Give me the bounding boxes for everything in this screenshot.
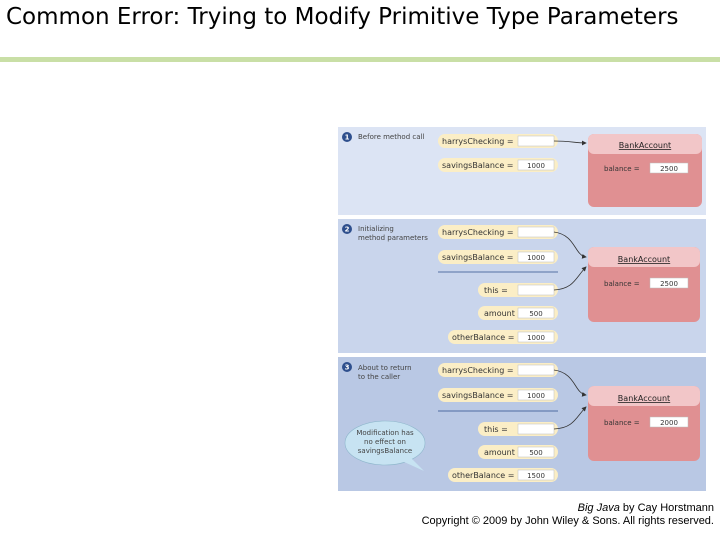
var-amount-value: 500 xyxy=(529,449,542,457)
copyright-notice: Copyright © 2009 by John Wiley & Sons. A… xyxy=(421,515,714,527)
step-3-number: 3 xyxy=(345,364,350,372)
step-3-caption-line-2: to the caller xyxy=(358,373,400,381)
var-savings-balance-label: savingsBalance = xyxy=(442,253,514,262)
step-1-number: 1 xyxy=(345,134,350,142)
step-2-badge: 2 xyxy=(342,224,352,234)
object-3-field: balance = xyxy=(604,419,640,427)
step-3-caption-line-1: About to return xyxy=(358,364,412,372)
slide-title: Common Error: Trying to Modify Primitive… xyxy=(6,4,679,30)
bankaccount-object-3: BankAccount balance = 2000 xyxy=(588,386,700,461)
modification-callout: Modification has no effect on savingsBal… xyxy=(344,420,426,471)
var-this-label: this = xyxy=(484,425,508,434)
panel-step-2: 2 Initializing method parameters harrysC… xyxy=(338,219,706,353)
var-other-balance-label: otherBalance = xyxy=(452,471,514,480)
var-harrys-checking-label: harrysChecking = xyxy=(442,137,514,146)
object-2-balance-value: 2500 xyxy=(660,280,678,288)
var-this-value-box xyxy=(517,423,555,435)
bankaccount-object-2: BankAccount balance = 2500 xyxy=(588,247,700,322)
var-other-balance-value-box xyxy=(517,469,555,481)
callout-line-1: Modification has xyxy=(356,429,414,437)
step-1-caption: Before method call xyxy=(358,133,424,141)
book-author: by Cay Horstmann xyxy=(619,502,714,514)
var-other-balance-value-box xyxy=(517,331,555,343)
var-other-balance-value: 1500 xyxy=(527,472,545,480)
var-savings-balance-value: 1000 xyxy=(527,392,545,400)
var-amount-value-box xyxy=(517,446,555,458)
var-harrys-checking-value-box xyxy=(517,364,555,376)
var-savings-balance-value-box xyxy=(517,159,555,171)
panel-step-3: 3 About to return to the caller harrysCh… xyxy=(338,357,706,491)
step-2-number: 2 xyxy=(345,226,350,234)
reference-arrow-3a xyxy=(553,369,587,397)
var-amount-label: amount = xyxy=(484,309,524,318)
book-credit: Big Java by Cay Horstmann xyxy=(578,502,714,514)
book-title: Big Java xyxy=(577,502,620,514)
object-1-field: balance = xyxy=(604,165,640,173)
reference-arrow-2b xyxy=(553,266,587,291)
var-harrys-checking-label: harrysChecking = xyxy=(442,366,514,375)
var-savings-balance-label: savingsBalance = xyxy=(442,161,514,170)
bankaccount-object-1: BankAccount balance = 2500 xyxy=(588,134,702,207)
object-1-class: BankAccount xyxy=(619,141,671,150)
step-2-caption-line-1: Initializing xyxy=(358,225,394,233)
var-savings-balance-label: savingsBalance = xyxy=(442,391,514,400)
var-other-balance-value: 1000 xyxy=(527,334,545,342)
var-amount-label: amount = xyxy=(484,448,524,457)
parameter-passing-diagram: 1 Before method call harrysChecking = sa… xyxy=(338,127,706,491)
reference-arrow-2a xyxy=(553,231,587,259)
var-amount-value: 500 xyxy=(529,310,542,318)
var-this-value-box xyxy=(517,284,555,296)
object-2-field: balance = xyxy=(604,280,640,288)
var-other-balance-label: otherBalance = xyxy=(452,333,514,342)
var-savings-balance-value-box xyxy=(517,389,555,401)
object-1-balance-value: 2500 xyxy=(660,165,678,173)
callout-line-3: savingsBalance xyxy=(358,447,412,455)
object-2-class: BankAccount xyxy=(618,255,670,264)
step-2-caption-line-2: method parameters xyxy=(358,234,428,242)
reference-arrow-1 xyxy=(553,140,587,146)
step-3-badge: 3 xyxy=(342,362,352,372)
object-3-balance-value: 2000 xyxy=(660,419,678,427)
callout-line-2: no effect on xyxy=(364,438,406,446)
var-savings-balance-value: 1000 xyxy=(527,162,545,170)
var-harrys-checking-value-box xyxy=(517,226,555,238)
reference-arrow-3b xyxy=(553,406,587,430)
var-harrys-checking-value-box xyxy=(517,135,555,147)
var-harrys-checking-label: harrysChecking = xyxy=(442,228,514,237)
var-amount-value-box xyxy=(517,307,555,319)
title-divider xyxy=(0,57,720,62)
panel-step-1: 1 Before method call harrysChecking = sa… xyxy=(338,127,706,215)
var-savings-balance-value: 1000 xyxy=(527,254,545,262)
object-3-class: BankAccount xyxy=(618,394,670,403)
var-this-label: this = xyxy=(484,286,508,295)
step-1-badge: 1 xyxy=(342,132,352,142)
var-savings-balance-value-box xyxy=(517,251,555,263)
